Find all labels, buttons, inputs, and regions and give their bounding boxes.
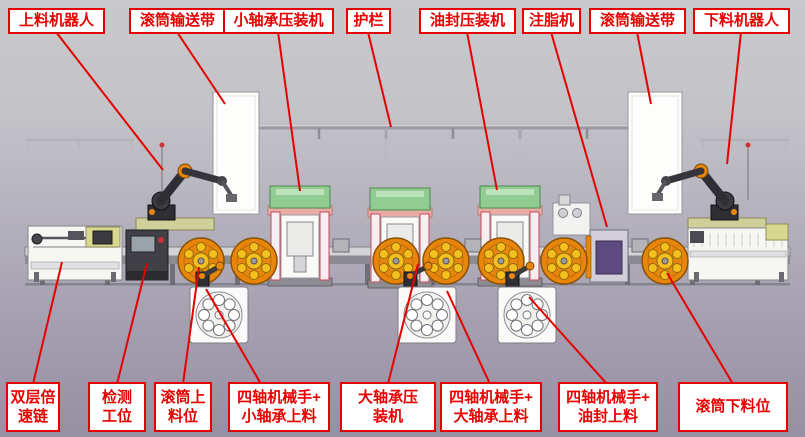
label-oil-seal-press: 油封压装机 [419,8,516,34]
label-scara-large-bearing: 四轴机械手+ 大轴承上料 [440,382,542,432]
label-large-bearing-press: 大轴承压 装机 [340,382,436,432]
rotary-table [641,237,689,285]
inspection-station-model [125,229,169,281]
rotary-table [540,237,588,285]
label-roller-unloading-position: 滚筒下料位 [678,382,788,432]
rotary-table [230,237,278,285]
feeder-table-small-bearing [189,286,249,344]
roller-unloading-conveyor-model [687,223,789,282]
double-speed-chain-conveyor-model [27,225,123,282]
label-roller-conveyor-right: 滚筒输送带 [589,8,686,34]
loading-robot-model [135,142,237,231]
small-bearing-press-model [267,185,333,287]
label-small-bearing-press: 小轴承压装机 [223,8,334,34]
label-inspection-station: 检测 工位 [88,382,146,432]
label-guardrail: 护栏 [346,8,391,34]
leader-lines [32,31,742,385]
label-roller-conveyor-left: 滚筒输送带 [129,8,226,34]
fence-left [25,138,134,148]
label-scara-small-bearing: 四轴机械手+ 小轴承上料 [228,382,330,432]
robot-base-block [85,226,121,248]
feeder-table-oil-seal [497,286,557,344]
label-scara-oil-seal: 四轴机械手+ 油封上料 [558,382,658,432]
grease-machine-model [552,194,629,283]
rotary-table [422,237,470,285]
label-unloading-robot: 下料机器人 [693,8,790,34]
label-loading-robot: 上料机器人 [8,8,105,34]
roller-conveyor-panel-left [212,91,260,215]
label-grease-machine: 注脂机 [522,8,581,34]
feeder-table-large-bearing [397,286,457,344]
unloading-robot-model [652,142,767,231]
label-double-speed-chain: 双层倍 速链 [6,382,60,432]
label-roller-loading-position: 滚筒上 料位 [154,382,212,432]
fence-right [700,138,789,148]
guardrail-middle [250,125,656,205]
